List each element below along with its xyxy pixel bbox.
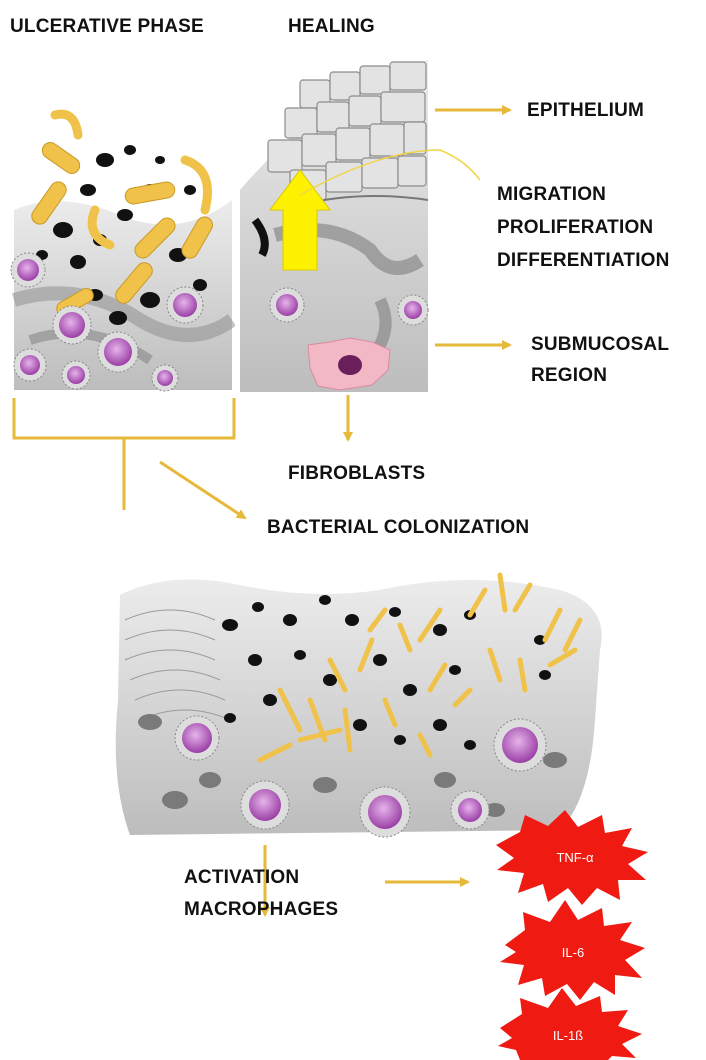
migration-label: MIGRATION [497, 183, 606, 207]
ulcerative-bracket [14, 398, 124, 510]
differentiation-label: DIFFERENTIATION [497, 249, 670, 273]
colonization-panel [116, 575, 602, 837]
healing-label: HEALING [288, 15, 375, 39]
cytokine-label-tnf: TNF-α [556, 850, 594, 865]
arrow-to-colonization [160, 462, 245, 518]
epithelium-label: EPITHELIUM [527, 99, 644, 123]
cytokine-label-il1b: IL-1ß [553, 1028, 583, 1043]
ulcerative-phase-label: ULCERATIVE PHASE [10, 15, 204, 39]
proliferation-label: PROLIFERATION [497, 216, 653, 240]
submucosal-label: SUBMUCOSAL [531, 333, 669, 357]
cytokine-burst-il1b: IL-1ß [498, 988, 642, 1060]
activation-label: ACTIVATION [184, 866, 299, 890]
healing-panel [240, 60, 428, 392]
cytokine-burst-il6: IL-6 [500, 900, 645, 1000]
fibroblasts-label: FIBROBLASTS [288, 462, 425, 486]
ulcerative-panel [11, 114, 232, 391]
macrophages-label: MACROPHAGES [184, 898, 338, 922]
submucosal-region-label: REGION [531, 364, 607, 388]
cytokine-label-il6: IL-6 [562, 945, 584, 960]
bacterial-colonization-label: BACTERIAL COLONIZATION [267, 516, 529, 540]
